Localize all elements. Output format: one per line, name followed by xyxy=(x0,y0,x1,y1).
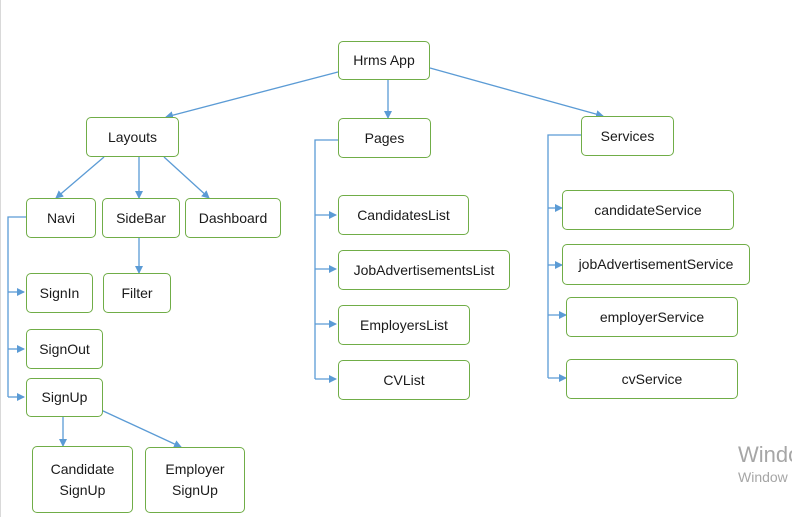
node-label: SignOut xyxy=(39,340,90,357)
node-label: JobAdvertisementsList xyxy=(353,261,495,278)
node-signin: SignIn xyxy=(26,273,93,313)
page-left-border xyxy=(0,0,1,517)
node-job-ads-list: JobAdvertisementsList xyxy=(338,250,510,290)
node-label: Hrms App xyxy=(353,52,415,68)
node-employer-signup: Employer SignUp xyxy=(145,447,245,513)
node-services: Services xyxy=(581,116,674,156)
node-label: Employer SignUp xyxy=(165,459,224,501)
node-candidates-list: CandidatesList xyxy=(338,195,469,235)
node-label: EmployersList xyxy=(360,316,448,333)
edge-layouts-navi xyxy=(55,156,105,199)
node-label: Filter xyxy=(121,284,153,301)
edge-navi-bracket xyxy=(7,216,26,397)
node-cv-service: cvService xyxy=(566,359,738,399)
node-label: Dashboard xyxy=(198,209,268,226)
node-label: Services xyxy=(600,127,655,144)
node-label: Layouts xyxy=(107,128,158,145)
node-candidate-service: candidateService xyxy=(562,190,734,230)
watermark-subtitle: Window xyxy=(738,469,788,485)
node-sidebar: SideBar xyxy=(102,198,180,238)
node-label: CandidatesList xyxy=(357,206,450,223)
edge-pages-bracket xyxy=(314,139,338,379)
node-layouts: Layouts xyxy=(86,117,179,157)
node-label: Pages xyxy=(364,129,405,146)
node-label: candidateService xyxy=(594,201,702,218)
edge-services-bracket xyxy=(547,134,581,378)
node-cv-list: CVList xyxy=(338,360,470,400)
node-label: Navi xyxy=(46,209,75,226)
node-label: SideBar xyxy=(116,209,166,226)
node-label: cvService xyxy=(621,370,683,387)
node-label-line-2: SignUp xyxy=(172,482,218,498)
node-dashboard: Dashboard xyxy=(185,198,281,238)
node-label: Candidate SignUp xyxy=(51,459,115,501)
watermark-title: Windo xyxy=(738,442,792,467)
node-signout: SignOut xyxy=(26,329,103,369)
node-job-ad-service: jobAdvertisementService xyxy=(562,244,750,285)
edge-layouts-dashboard xyxy=(163,156,210,199)
node-employers-list: EmployersList xyxy=(338,305,470,345)
node-label: jobAdvertisementService xyxy=(578,256,734,272)
node-label: SignUp xyxy=(41,389,88,405)
node-employer-service: employerService xyxy=(566,297,738,337)
node-label: employerService xyxy=(599,308,705,325)
node-label: CVList xyxy=(383,371,425,388)
node-signup: SignUp xyxy=(26,378,103,417)
node-candidate-signup: Candidate SignUp xyxy=(32,446,133,513)
edge-root-services xyxy=(429,67,604,118)
node-filter: Filter xyxy=(103,273,171,313)
node-label-line-1: Candidate xyxy=(50,460,115,477)
edge-root-layouts xyxy=(165,71,339,120)
node-pages: Pages xyxy=(338,118,431,158)
edge-signup-employer xyxy=(100,409,182,448)
node-label-line-1: Employer xyxy=(165,461,225,477)
node-hrms-app: Hrms App xyxy=(338,41,430,80)
node-navi: Navi xyxy=(26,198,96,238)
node-label-line-2: SignUp xyxy=(59,481,106,498)
node-label: SignIn xyxy=(39,284,80,301)
activation-watermark: Windo Window xyxy=(0,442,792,492)
